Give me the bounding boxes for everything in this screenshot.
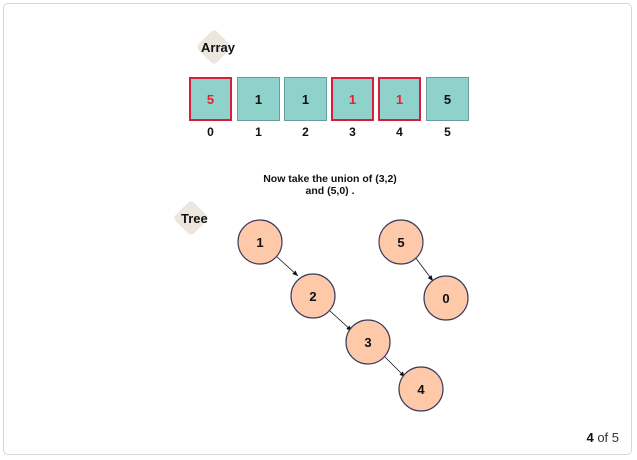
step-caption: Now take the union of (3,2) and (5,0) .: [230, 173, 430, 197]
tree-node-1: 1: [237, 219, 283, 265]
tree-node-5: 5: [378, 219, 424, 265]
tree-node-label: 4: [417, 382, 425, 397]
array-cell-4: 1: [378, 77, 421, 121]
array-index-1: 1: [255, 125, 262, 139]
tree-edge-3-4: [384, 356, 406, 378]
caption-line-1: Now take the union of (3,2): [263, 173, 397, 185]
array-cell-value: 5: [206, 91, 215, 107]
array-index-3: 3: [349, 125, 356, 139]
tree-edge-2-3: [329, 310, 353, 332]
tree-node-4: 4: [398, 366, 444, 412]
array-cell-value: 5: [443, 91, 452, 107]
array-cell-1: 1: [237, 77, 280, 121]
caption-line-2: and (5,0) .: [305, 185, 355, 197]
array-index-4: 4: [396, 125, 403, 139]
tree-label: Tree: [181, 211, 208, 226]
array-cell-3: 1: [331, 77, 374, 121]
array-index-5: 5: [444, 125, 451, 139]
slide-pager: 4 of 5: [586, 430, 619, 445]
tree-node-label: 0: [442, 291, 449, 306]
array-label: Array: [201, 40, 235, 55]
array-cell-5: 5: [426, 77, 469, 121]
tree-node-0: 0: [423, 275, 469, 321]
tree-node-label: 5: [397, 235, 404, 250]
array-cell-0: 5: [189, 77, 232, 121]
tree-node-3: 3: [345, 319, 391, 365]
array-cell-value: 1: [301, 91, 310, 107]
array-index-0: 0: [207, 125, 214, 139]
array-cell-value: 1: [254, 91, 263, 107]
array-cell-value: 1: [395, 91, 404, 107]
array-cell-2: 1: [284, 77, 327, 121]
pager-current: 4: [586, 430, 594, 445]
array-index-2: 2: [302, 125, 309, 139]
pager-total: of 5: [593, 430, 619, 445]
tree-edge-1-2: [275, 255, 299, 277]
tree-node-label: 2: [309, 289, 316, 304]
tree-node-2: 2: [290, 273, 336, 319]
tree-node-label: 1: [256, 235, 263, 250]
array-cell-value: 1: [348, 91, 357, 107]
tree-edge-5-0: [414, 256, 434, 282]
tree-node-label: 3: [364, 335, 371, 350]
